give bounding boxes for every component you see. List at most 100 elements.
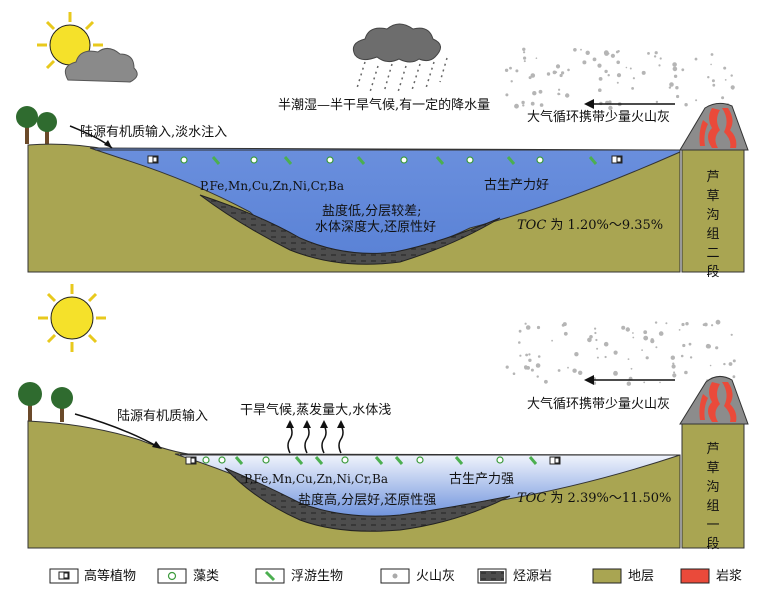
higher-plant-icon	[550, 457, 560, 464]
higher-plant-icon	[59, 572, 69, 579]
volcanic-ash-particle	[671, 356, 675, 360]
volcanic-ash-particle	[536, 366, 538, 368]
volcanic-ash-particle	[563, 322, 567, 326]
volcanic-ash-particle	[505, 69, 508, 72]
volcanic-ash-particle	[672, 363, 674, 365]
volcanic-ash-particle	[595, 339, 597, 341]
volcanic-ash-particle	[604, 342, 609, 347]
volcanic-ash-particle	[675, 86, 678, 89]
volcanic-ash-particle	[593, 58, 597, 62]
legend-label-algae: 藻类	[193, 570, 219, 583]
volcanic-ash-particle	[659, 331, 664, 336]
volcanic-ash-particle	[567, 69, 570, 72]
volcanic-ash-particle	[681, 355, 684, 358]
volcanic-ash-particle	[695, 58, 698, 61]
volcanic-ash-particle	[655, 51, 658, 54]
volcanic-ash-particle	[596, 348, 598, 350]
volcanic-ash-particle	[631, 368, 633, 370]
volcanic-ash-particle	[626, 327, 630, 331]
volcanic-ash-particle	[605, 356, 607, 358]
rain-drops	[357, 58, 447, 92]
conditions-label-top-2: 水体深度大,还原性好	[315, 221, 436, 234]
volcanic-ash-particle	[529, 76, 532, 79]
volcanic-ash-particle	[522, 104, 524, 106]
volcanic-ash-particle	[676, 95, 679, 98]
volcanic-ash-cloud	[506, 320, 736, 386]
toc-label-top: TOC 为 1.20%～9.35%	[517, 219, 663, 232]
legend-label-stratum: 地层	[628, 570, 654, 583]
volcanic-ash-particle	[660, 57, 662, 59]
volcanic-ash-particle	[710, 64, 712, 66]
volcanic-ash-particle	[511, 80, 513, 82]
volcanic-ash-particle	[643, 336, 648, 341]
volcanic-ash-particle	[616, 61, 620, 65]
volcanic-ash-particle	[556, 64, 560, 68]
volcanic-ash-particle	[536, 57, 538, 59]
volcanic-ash-particle	[567, 367, 569, 369]
volcanic-ash-particle	[523, 57, 526, 60]
volcanic-ash-particle	[597, 357, 599, 359]
volcanic-ash-particle	[655, 346, 657, 348]
volcanic-ash-particle	[589, 335, 593, 339]
volcanic-ash-particle	[733, 375, 736, 378]
volcanic-ash-particle	[594, 332, 596, 334]
conditions-label-top-1: 盐度低,分层较差;	[322, 205, 422, 218]
volcanic-ash-particle	[632, 337, 634, 339]
magma-icon	[681, 569, 709, 583]
volcanic-ash-particle	[565, 93, 569, 97]
climate-label-bottom: 干旱气候,蒸发量大,水体浅	[240, 404, 391, 417]
volcanic-ash-particle	[725, 79, 727, 81]
volcanic-ash-particle	[523, 51, 525, 53]
volcanic-ash-particle	[525, 354, 528, 357]
volcanic-ash-particle	[532, 91, 536, 95]
evaporation-arrowheads	[286, 420, 345, 428]
volcanic-ash-particle	[690, 356, 692, 358]
volcanic-ash-particle	[641, 349, 643, 351]
volcanic-ash-particle	[564, 332, 568, 336]
volcanic-ash-particle	[672, 62, 677, 67]
volcanic-ash-particle	[711, 53, 714, 56]
productivity-label-top: 古生产力好	[484, 179, 549, 192]
ash-label-top: 大气循环携带少量火山灰	[527, 111, 670, 124]
volcanic-ash-particle	[599, 77, 603, 81]
stratum-icon	[593, 569, 621, 583]
volcanic-ash-particle	[572, 369, 576, 373]
volcanic-ash-particle	[519, 330, 522, 333]
volcanic-ash-particle	[514, 104, 519, 109]
volcanic-ash-particle	[547, 72, 550, 75]
productivity-label-bottom: 古生产力强	[449, 473, 514, 486]
volcanic-ash-particle	[656, 101, 658, 103]
volcanic-ash-particle	[684, 103, 687, 106]
volcanic-ash-particle	[731, 334, 733, 336]
volcanic-ash-particle	[519, 355, 521, 357]
legend-label-higher-plant: 高等植物	[84, 570, 136, 583]
volcanic-ash-particle	[580, 49, 582, 51]
volcanic-ash-particle	[538, 355, 541, 358]
volcanic-ash-particle	[715, 346, 718, 349]
volcanic-ash-particle	[716, 320, 721, 325]
volcanic-ash-particle	[561, 71, 564, 74]
trees	[16, 106, 57, 146]
volcanic-ash-particle	[732, 88, 734, 90]
volcanic-ash-particle	[536, 363, 541, 368]
volcanic-ash-particle	[544, 380, 548, 384]
volcanic-ash-particle	[733, 359, 736, 362]
volcanic-ash-particle	[506, 366, 509, 369]
volcanic-ash-particle	[729, 362, 733, 366]
volcanic-ash-particle	[654, 55, 656, 57]
algae-icon	[169, 573, 176, 580]
formation-label-bottom: 芦草沟组一段	[705, 440, 721, 554]
volcanic-ash-particle	[721, 96, 724, 99]
volcanic-ash-particle	[525, 323, 527, 325]
volcanic-ash-particle	[617, 73, 621, 77]
volcanic-ash-particle	[695, 99, 697, 101]
higher-plant-icon	[612, 156, 622, 163]
volcanic-ash-particle	[650, 339, 654, 343]
volcanic-ash-particle	[555, 71, 557, 73]
volcanic-ash-particle	[689, 343, 692, 346]
volcanic-ash-particle	[672, 373, 676, 377]
volcanic-ash-particle	[604, 70, 607, 73]
volcanic-ash-particle	[578, 371, 582, 375]
volcanic-ash-particle	[524, 365, 528, 369]
volcanic-ash-particle	[658, 64, 660, 66]
